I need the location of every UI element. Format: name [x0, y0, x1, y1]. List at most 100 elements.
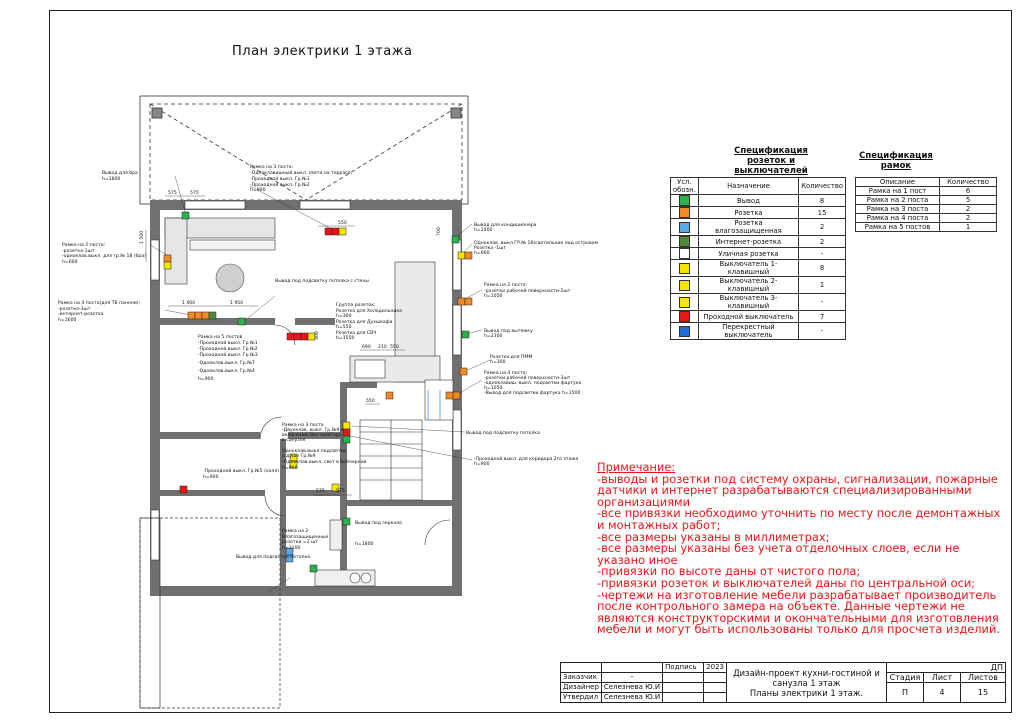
svg-text:в санузле: в санузле	[282, 438, 306, 443]
stamp-sheet-title: Планы электрики 1 этаж.	[749, 687, 864, 698]
symbol-cell	[670, 276, 699, 294]
symbol-cell	[670, 218, 699, 236]
symbol-icon	[678, 248, 690, 259]
svg-text:h=2300: h=2300	[484, 333, 503, 339]
description-cell: Рамка на 4 поста	[855, 213, 940, 223]
svg-text:-розетки рабочей поверхности-2: -розетки рабочей поверхности-2шт	[484, 287, 571, 294]
header-purpose: Назначение	[697, 177, 800, 195]
svg-text:розетки =2 шт: розетки =2 шт	[282, 539, 318, 545]
svg-text:575: 575	[190, 190, 199, 196]
svg-text:-Проходной выкл. Гр.№5 (холл): -Проходной выкл. Гр.№5 (холл)	[203, 467, 279, 474]
purpose-cell: Вывод	[697, 194, 800, 207]
svg-text:-одноклавиш. выкл. подсветки ф: -одноклавиш. выкл. подсветки фартука	[484, 380, 582, 386]
svg-text:Розетка для Духшкафа: Розетка для Духшкафа	[336, 319, 393, 325]
svg-text:Рамка на 3 поста:: Рамка на 3 поста:	[250, 164, 294, 170]
symbol-cell	[670, 310, 699, 323]
svg-text:h=900: h=900	[474, 461, 490, 467]
symbol-cell	[670, 247, 699, 260]
svg-text:-интернет-розетка: -интернет-розетка	[58, 312, 104, 317]
notes-heading: Примечание:	[597, 460, 676, 474]
purpose-cell: Выключатель 3-клавишный	[697, 293, 800, 311]
svg-text:Группа розеток:: Группа розеток:	[336, 302, 376, 308]
leaders	[149, 175, 491, 593]
svg-text:h=600: h=600	[62, 259, 78, 265]
page-title: План электрики 1 этажа	[232, 44, 413, 59]
sheet-frame	[49, 10, 1012, 713]
symbol-icon	[678, 279, 690, 291]
note-line: -привязки по высоте даны от чистого пола…	[597, 564, 861, 579]
windows	[150, 200, 462, 561]
qty-cell: -	[798, 322, 846, 340]
svg-text:h=2400: h=2400	[474, 227, 493, 233]
table-row: Перекрестный выключатель-	[670, 322, 846, 340]
qty-cell: -	[798, 293, 846, 311]
purpose-cell: Выключатель 2-клавишный	[697, 276, 800, 294]
qty-cell: 1	[798, 276, 846, 294]
svg-text:Рамка на 2: Рамка на 2	[282, 528, 308, 534]
stamp-approver-name: Селезнева Ю.И	[600, 692, 664, 703]
stamp-year: 2023	[703, 662, 727, 673]
svg-text:-Проходной выкл. Гр.№2: -Проходной выкл. Гр.№2	[198, 345, 258, 352]
svg-text:h=300: h=300	[490, 359, 506, 365]
purpose-cell: Интернет-розетка	[697, 235, 800, 248]
purpose-cell: Розетка влагозащищенная	[697, 218, 800, 236]
svg-text:Вывод под зеркало: Вывод под зеркало	[355, 520, 402, 526]
header-qty: Количество	[939, 177, 997, 187]
symbol-icon	[678, 236, 690, 247]
svg-text:-Проходной выкл. Гр.№1: -Проходной выкл. Гр.№1	[198, 339, 258, 346]
svg-text:Рамка на 3 поста: Рамка на 3 поста	[282, 422, 324, 428]
purpose-cell: Розетка	[697, 206, 800, 219]
qty-cell: 1	[939, 222, 997, 232]
svg-text:Розетка -1шт: Розетка -1шт	[474, 245, 506, 251]
stamp-sheet-header: Лист	[922, 672, 961, 683]
stamp-customer-value: -	[600, 672, 664, 683]
header-qty: Количество	[798, 177, 846, 195]
stamp-signature-label: Подпись	[662, 662, 705, 673]
wiring	[427, 390, 441, 420]
stamp-designer-name: Селезнева Ю.И	[600, 682, 664, 693]
symbol-cell	[670, 322, 699, 340]
table-header-row: Описание Количество	[855, 177, 997, 187]
note-line: -привязки розеток и выключателей даны по…	[597, 575, 976, 590]
symbol-icon	[678, 262, 690, 274]
svg-text:h=900: h=900	[198, 376, 214, 382]
svg-text:Рамка на 4 поста(для ТВ панели: Рамка на 4 поста(для ТВ панели):	[58, 300, 141, 306]
svg-text:h=900: h=900	[203, 474, 219, 480]
table-row: Выключатель 3-клавишный-	[670, 293, 846, 311]
svg-text:-Проходной выкл. для коридора: -Проходной выкл. для коридора 2го этажа	[474, 455, 579, 462]
svg-text:-Одноклавишный выкл. света на: -Одноклавишный выкл. света на террасе,	[250, 169, 353, 176]
description-cell: Рамка на 2 поста	[855, 195, 940, 205]
symbol-icon	[678, 325, 690, 337]
stamp-stage-header: Стадия	[885, 672, 924, 683]
qty-cell: -	[798, 247, 846, 260]
svg-text:Одноклав. выкл.ГР.№ 16(светиль: Одноклав. выкл.ГР.№ 16(светильник над ос…	[474, 240, 598, 246]
symbol-cell	[670, 259, 699, 277]
svg-text:Вывод для подсветки потолка: Вывод для подсветки потолка	[236, 554, 310, 560]
round-table	[215, 263, 245, 293]
qty-cell: 2	[939, 213, 997, 223]
svg-text:1 950: 1 950	[230, 300, 243, 306]
stamp-sheet-value: 4	[922, 682, 961, 703]
qty-cell: 6	[939, 186, 997, 196]
svg-text:690: 690	[362, 344, 371, 350]
qty-cell: 2	[798, 235, 846, 248]
svg-text:h=900: h=900	[474, 250, 490, 256]
spec-frames-title: Спецификация рамок	[859, 151, 933, 171]
svg-text:550: 550	[366, 398, 375, 404]
svg-text:Вывод для бра: Вывод для бра	[102, 170, 138, 176]
symbol-icon	[678, 296, 690, 308]
svg-text:Вывод под подсветку потолка с: Вывод под подсветку потолка с стены	[275, 278, 369, 284]
svg-text:h=900: h=900	[250, 187, 266, 193]
svg-text:-Одноклав.выкл. свет в бойлерн: -Одноклав.выкл. свет в бойлерной	[282, 458, 366, 465]
title-block: Подпись 2023 Дизайн-проект кухни-гостино…	[560, 662, 1006, 703]
symbol-icon	[678, 195, 690, 206]
svg-text:550: 550	[338, 220, 347, 226]
svg-text:в душе Гр.№9: в душе Гр.№9	[282, 453, 316, 459]
note-line: -все размеры указаны в миллиметрах;	[597, 529, 830, 544]
svg-text:-Одноклав.выкл. Гр.№4: -Одноклав.выкл. Гр.№4	[198, 368, 255, 374]
